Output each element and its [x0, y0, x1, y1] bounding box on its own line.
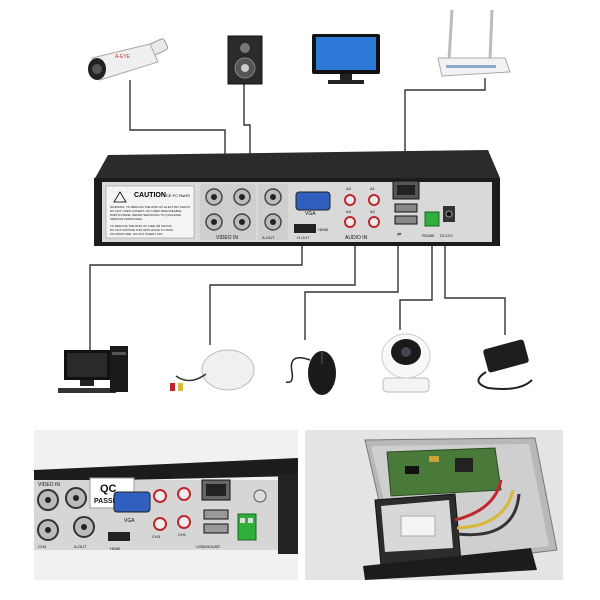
audio-in-rca-ports: A3 A1 A4 A2 AUDIO IN — [344, 186, 380, 241]
microphone-wire — [209, 240, 356, 345]
ptz-camera-wire — [399, 225, 433, 330]
aout-label: A-OUT — [262, 235, 275, 240]
caution-line: SERVICE PERSONNEL. — [110, 217, 143, 221]
svg-text:HDMI: HDMI — [110, 546, 120, 551]
dvr-recorder: CAUTION CE FC RoHS WARNING: TO REDUCE TH… — [94, 150, 500, 246]
closeup-vga-label: VGA — [124, 518, 135, 524]
rs485-label: RS485 — [422, 233, 435, 238]
bullet-camera-icon: A-EYE — [88, 38, 169, 81]
vout-aout-ports: A-OUT — [258, 184, 288, 240]
svg-text:A-OUT: A-OUT — [74, 544, 87, 549]
warning-line: TO REDUCE THE RISK OF FIRE OR SHOCK — [110, 224, 172, 228]
svg-text:A4: A4 — [346, 209, 352, 214]
audio-in-label: AUDIO IN — [345, 235, 368, 241]
caution-label: CAUTION CE FC RoHS WARNING: TO REDUCE TH… — [105, 185, 195, 239]
rs485-dc-ports: RS485 DC12V — [422, 206, 455, 238]
dc12v-label: DC12V — [440, 233, 453, 238]
video-in-label: VIDEO IN — [216, 235, 238, 241]
router-icon — [437, 9, 511, 77]
closeup-usb-label: USB/MOUSE — [196, 544, 220, 549]
desktop-computer-icon — [58, 346, 128, 393]
ptz-camera-icon — [381, 333, 431, 393]
video-in-bnc-ports: VIDEO IN — [200, 184, 256, 241]
svg-text:⇌: ⇌ — [397, 232, 401, 238]
power-adapter-wire — [444, 225, 506, 335]
speaker-icon — [227, 35, 263, 85]
monitor-icon — [312, 34, 380, 84]
closeup-audio-in-label: AUDIO IN — [150, 474, 173, 480]
hout-label: H-OUT — [297, 235, 310, 240]
camera-brand-logo: A-EYE — [115, 54, 131, 60]
hdmi-label: HDMI — [318, 227, 328, 232]
vga-port: VGA — [295, 191, 331, 217]
closeup-net-label: NET — [220, 473, 229, 478]
svg-text:A1: A1 — [370, 186, 376, 191]
mouse-wire — [304, 235, 399, 340]
caution-title: CAUTION — [134, 192, 166, 199]
microphone-icon — [170, 349, 255, 391]
vga-label: VGA — [305, 211, 316, 217]
closeup-video-in-label: VIDEO IN — [38, 482, 60, 488]
lan-usb-ports: ⇌ — [392, 180, 420, 238]
caution-line: PARTS INSIDE. REFER SERVICING TO QUALIFI… — [110, 213, 182, 217]
rear-panel-closeup-photo: VIDEO IN CH4 A-OUT QC PASSED VGA HDMI AU… — [34, 430, 298, 580]
svg-text:A3: A3 — [346, 186, 352, 191]
svg-text:CH3: CH3 — [152, 534, 161, 539]
ce-rohs-marks: CE FC RoHS — [166, 193, 190, 198]
router-wire — [404, 78, 486, 178]
qc-sticker-title: QC — [100, 483, 117, 495]
monitor-wire — [89, 235, 303, 350]
qc-sticker-passed: PASSED — [94, 498, 122, 505]
mouse-icon — [285, 351, 336, 395]
warning-line: DO NOT EXPOSE THIS APPLIANCE TO RAIN — [110, 228, 173, 232]
caution-line: DO NOT OPEN COVERS. NO USER SERVICEABLE — [110, 209, 181, 213]
svg-text:CH4: CH4 — [38, 544, 47, 549]
hdmi-port: H-OUT HDMI — [294, 224, 328, 240]
svg-text:CH1: CH1 — [178, 532, 187, 537]
svg-text:A2: A2 — [370, 209, 376, 214]
connection-diagram: A-EYE CAUTION CE FC RoHS WARNING: TO RED… — [58, 9, 533, 395]
internal-hdd-illustration — [305, 430, 563, 580]
rear-panel-closeup-illustration: VIDEO IN CH4 A-OUT QC PASSED VGA HDMI AU… — [34, 430, 298, 580]
caution-line: WARNING: TO REDUCE THE RISK OF ELECTRIC … — [110, 205, 190, 209]
power-adapter-icon — [477, 339, 533, 390]
warning-line: OR MOISTURE. DO NOT INSERT ANY — [110, 232, 163, 236]
connection-wires — [89, 78, 506, 350]
internal-hdd-photo — [305, 430, 563, 580]
